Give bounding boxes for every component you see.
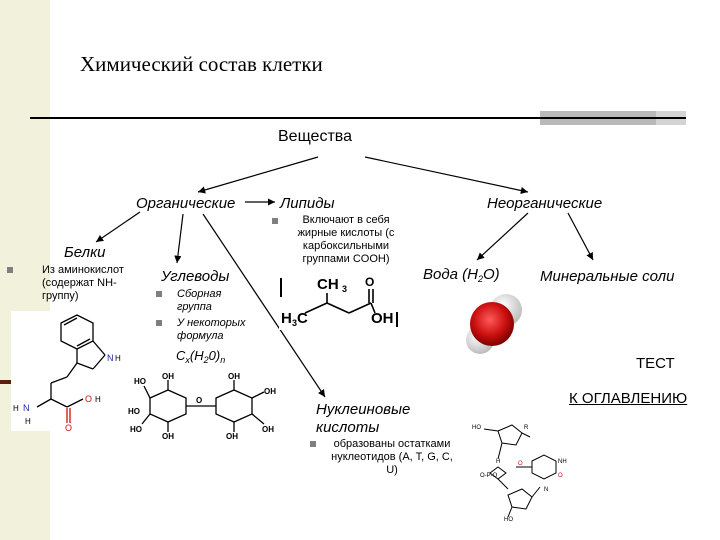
arrow-to-organic [197, 156, 319, 194]
nucleotide-structure: HO R H O NH O O-P-O N HO [468, 417, 576, 521]
svg-text:OH: OH [371, 310, 394, 327]
arrow-to-proteins [95, 211, 141, 243]
carbs-bullet-2 [156, 320, 162, 326]
svg-text:H: H [25, 417, 31, 426]
svg-text:R: R [524, 425, 529, 431]
svg-text:OH: OH [264, 387, 276, 396]
carbs-item-2: У некоторых формула [177, 317, 246, 342]
svg-text:N: N [544, 487, 548, 493]
carbs-node: Углеводы [161, 268, 230, 285]
lipids-bullet [272, 218, 278, 224]
carbs-bullet-1 [156, 291, 162, 297]
svg-text:C: C [297, 310, 308, 327]
svg-text:HO: HO [130, 425, 142, 434]
svg-text:OH: OH [162, 432, 174, 440]
svg-text:H: H [95, 395, 101, 404]
svg-text:H: H [496, 459, 500, 465]
svg-text:HO: HO [472, 425, 481, 431]
svg-text:HO: HO [134, 377, 146, 386]
slide-title: Химический состав клетки [80, 52, 323, 76]
proteins-bullet [7, 267, 13, 273]
svg-text:OH: OH [226, 432, 238, 440]
svg-text:3: 3 [342, 284, 347, 294]
svg-text:H: H [13, 404, 19, 413]
svg-text:O: O [518, 461, 523, 467]
lipids-node: Липиды [280, 195, 335, 212]
inorganic-node: Неорганические [487, 195, 603, 212]
svg-text:CH: CH [317, 276, 339, 293]
arrow-to-salts [567, 212, 594, 261]
carbs-formula: Cx(H20)n [176, 348, 226, 365]
svg-text:O: O [558, 473, 563, 479]
proteins-note: Из аминокислот (содержат NH-группу) [42, 264, 124, 302]
root-node: Вещества [278, 128, 352, 145]
nucleic-node: Нуклеиновые кислоты [316, 401, 411, 436]
svg-text:N: N [107, 353, 114, 363]
title-rule [30, 117, 686, 119]
arrow-to-water [476, 212, 529, 261]
arrow-to-carbs [174, 213, 184, 264]
organic-node: Органические [136, 195, 236, 212]
svg-text:O: O [196, 396, 202, 405]
carbs-item-1: Сборная группа [177, 288, 222, 313]
svg-text:O: O [65, 423, 72, 431]
svg-text:O: O [365, 275, 374, 289]
svg-text:H: H [115, 354, 121, 363]
lipids-note: Включают в себя жирные кислоты (с карбок… [297, 214, 395, 265]
tryptophan-structure: N H N H H O O H [11, 311, 123, 431]
disaccharide-structure: HO OH HO HO OH O OH OH OH OH [128, 372, 286, 440]
svg-text:NH: NH [558, 459, 567, 465]
svg-text:O-P-O: O-P-O [480, 473, 498, 479]
water-node: Вода (H2O) [423, 266, 500, 284]
sidebar-accent [0, 380, 14, 384]
svg-text:HO: HO [504, 517, 513, 521]
svg-text:OH: OH [262, 425, 274, 434]
toc-link[interactable]: К ОГЛАВЛЕНИЮ [569, 390, 688, 407]
water-molecule-image [466, 294, 522, 354]
svg-text:H: H [281, 310, 292, 327]
svg-text:HO: HO [128, 407, 140, 416]
svg-text:N: N [23, 403, 30, 413]
svg-text:OH: OH [162, 372, 174, 381]
svg-text:OH: OH [228, 372, 240, 381]
nucleic-bullet [310, 441, 316, 447]
svg-text:O: O [85, 394, 92, 404]
test-link[interactable]: ТЕСТ [636, 355, 675, 372]
nucleic-note: образованы остатками нуклеотидов (A, T, … [331, 438, 453, 476]
svg-text:3: 3 [292, 318, 297, 328]
proteins-node: Белки [64, 244, 106, 261]
arrow-to-inorganic [364, 156, 529, 195]
salts-node: Минеральные соли [540, 268, 675, 285]
arrow-to-nucleic [202, 213, 326, 398]
